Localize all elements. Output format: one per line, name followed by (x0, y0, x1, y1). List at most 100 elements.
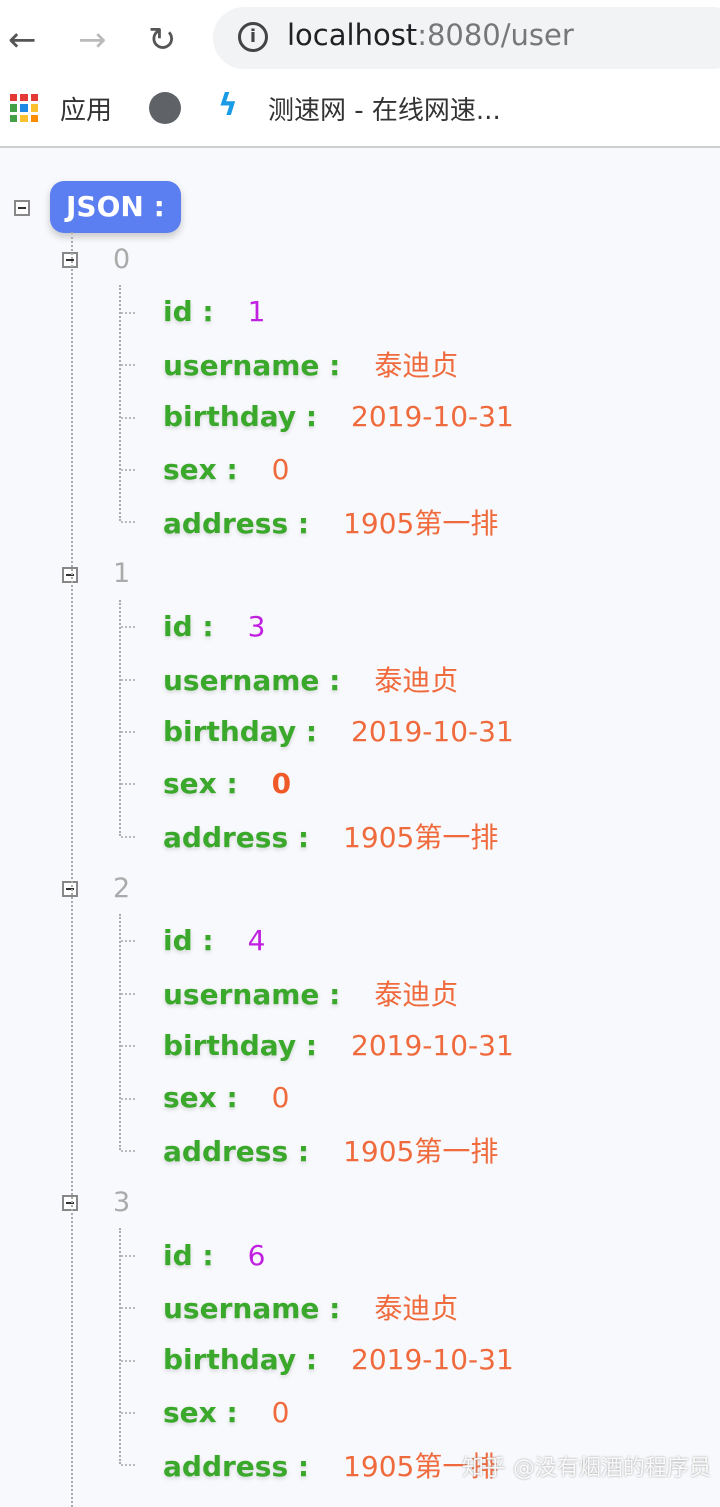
tree-connector (121, 1097, 135, 1100)
tree-connector (121, 1464, 135, 1467)
field-value[interactable]: 4 (247, 924, 266, 958)
field-row: birthday : 2019-10-31 (0, 1019, 720, 1071)
field-value[interactable]: 泰迪贞 (374, 663, 459, 697)
field-key[interactable]: address :1905第一排 (163, 816, 498, 856)
field-row: address : 1905第一排 (0, 1438, 720, 1490)
key-label: id : (163, 295, 214, 329)
field-key[interactable]: birthday : 2019-10-31 (163, 400, 514, 433)
field-key[interactable]: address :1905第一排 (163, 1130, 498, 1170)
tree-connector (121, 1359, 135, 1362)
field-row: id :3 (0, 600, 720, 652)
globe-icon[interactable] (149, 92, 181, 124)
index-row: 2 (0, 862, 720, 914)
tree-connector (121, 1307, 135, 1310)
tree-connector (121, 364, 135, 367)
field-row: username :泰迪贞 (0, 1281, 720, 1333)
field-value[interactable]: 1905第一排 (343, 1449, 499, 1483)
field-key[interactable]: id :6 (163, 1239, 265, 1272)
field-value[interactable]: 2019-10-31 (351, 1343, 514, 1377)
field-key[interactable]: sex : 0 (163, 453, 290, 486)
field-key[interactable]: address : 1905第一排 (163, 502, 498, 542)
array-index: 3 (113, 1187, 131, 1219)
field-key[interactable]: id :3 (163, 610, 265, 643)
field-key[interactable]: sex : 0 (163, 1396, 290, 1429)
field-value[interactable]: 泰迪贞 (374, 978, 459, 1012)
field-value[interactable]: 0 (271, 766, 292, 800)
field-key[interactable]: username : 泰迪贞 (163, 973, 458, 1013)
collapse-toggle[interactable] (62, 1195, 78, 1212)
field-key[interactable]: sex :0 (163, 1081, 290, 1114)
address-bar[interactable] (213, 7, 720, 69)
field-value[interactable]: 1905第一排 (343, 506, 499, 540)
field-row: sex : 0 (0, 443, 720, 495)
field-key[interactable]: username :泰迪贞 (163, 1287, 458, 1327)
field-key[interactable]: username :泰迪贞 (163, 659, 458, 699)
field-value[interactable]: 1 (247, 295, 266, 329)
field-row: sex : 0 (0, 1386, 720, 1438)
field-key[interactable]: username : 泰迪贞 (163, 344, 458, 384)
collapse-toggle[interactable] (62, 566, 78, 583)
url-text[interactable]: localhost:8080/user (287, 18, 574, 52)
key-label: sex : (163, 1395, 238, 1429)
field-value[interactable]: 0 (271, 1395, 290, 1429)
field-key[interactable]: birthday :2019-10-31 (163, 1343, 514, 1376)
field-value[interactable]: 6 (247, 1238, 266, 1272)
field-value[interactable]: 2019-10-31 (351, 1028, 514, 1062)
root-badge[interactable]: JSON : (50, 181, 181, 233)
key-label: birthday : (163, 1028, 318, 1062)
key-label: sex : (163, 452, 238, 486)
field-row: id :4 (0, 914, 720, 966)
info-icon[interactable]: i (238, 22, 268, 52)
field-key[interactable]: birthday : 2019-10-31 (163, 1029, 514, 1062)
field-value[interactable]: 泰迪贞 (374, 349, 459, 383)
key-label: username : (163, 978, 341, 1012)
bookmark-speedtest[interactable]: 测速网 - 在线网速... (268, 96, 501, 126)
bookmark-apps[interactable]: 应用 (60, 96, 113, 126)
field-value[interactable]: 0 (271, 1081, 290, 1115)
back-icon[interactable]: ← (8, 20, 37, 60)
field-value[interactable]: 0 (271, 452, 290, 486)
tree-line (71, 232, 73, 1507)
tree-connector (121, 992, 135, 995)
field-value[interactable]: 2019-10-31 (351, 714, 514, 748)
key-label: address : (163, 1449, 310, 1483)
forward-icon[interactable]: → (78, 20, 107, 60)
key-label: address : (163, 506, 310, 540)
tree-connector (121, 521, 135, 524)
tree-connector (121, 1045, 135, 1048)
field-value[interactable]: 2019-10-31 (351, 400, 514, 434)
field-key[interactable]: sex : 0 (163, 767, 291, 800)
tree-connector (121, 1150, 135, 1153)
array-item: 3 id :6 username :泰迪贞 birthday :2019-10-31 s… (0, 1176, 720, 1490)
index-row: 0 (0, 233, 720, 285)
collapse-toggle[interactable] (62, 252, 78, 269)
watermark: 知乎 @没有烟酒的程序员 (462, 1456, 711, 1481)
field-row: username :泰迪贞 (0, 653, 720, 705)
field-key[interactable]: address : 1905第一排 (163, 1445, 498, 1485)
tree-connector (121, 1254, 135, 1257)
field-value[interactable]: 1905第一排 (343, 820, 499, 854)
field-row: sex :0 (0, 1072, 720, 1124)
collapse-toggle[interactable] (14, 200, 30, 216)
tree-connector (121, 730, 135, 733)
field-row: id :6 (0, 1229, 720, 1281)
tree-line (119, 914, 121, 1150)
index-row: 1 (0, 548, 720, 600)
browser-toolbar: ← → ↻ i localhost:8080/user 应用 ϟ 测速网 - 在… (0, 0, 720, 148)
array-item: 2 id :4 username : 泰迪贞 birthday : 2019-10-31 s… (0, 862, 720, 1176)
key-label: username : (163, 349, 341, 383)
apps-icon[interactable] (10, 94, 38, 122)
key-label: birthday : (163, 400, 318, 434)
field-row: address :1905第一排 (0, 810, 720, 862)
field-value[interactable]: 3 (247, 609, 266, 643)
collapse-toggle[interactable] (62, 881, 78, 898)
field-key[interactable]: id :4 (163, 924, 265, 957)
key-label: sex : (163, 766, 238, 800)
field-key[interactable]: id : 1 (163, 295, 265, 328)
root-row: JSON : (0, 181, 720, 233)
field-row: birthday :2019-10-31 (0, 1334, 720, 1386)
field-value[interactable]: 1905第一排 (343, 1135, 499, 1169)
field-key[interactable]: birthday :2019-10-31 (163, 715, 514, 748)
field-value[interactable]: 泰迪贞 (374, 1292, 459, 1326)
reload-icon[interactable]: ↻ (148, 20, 177, 60)
